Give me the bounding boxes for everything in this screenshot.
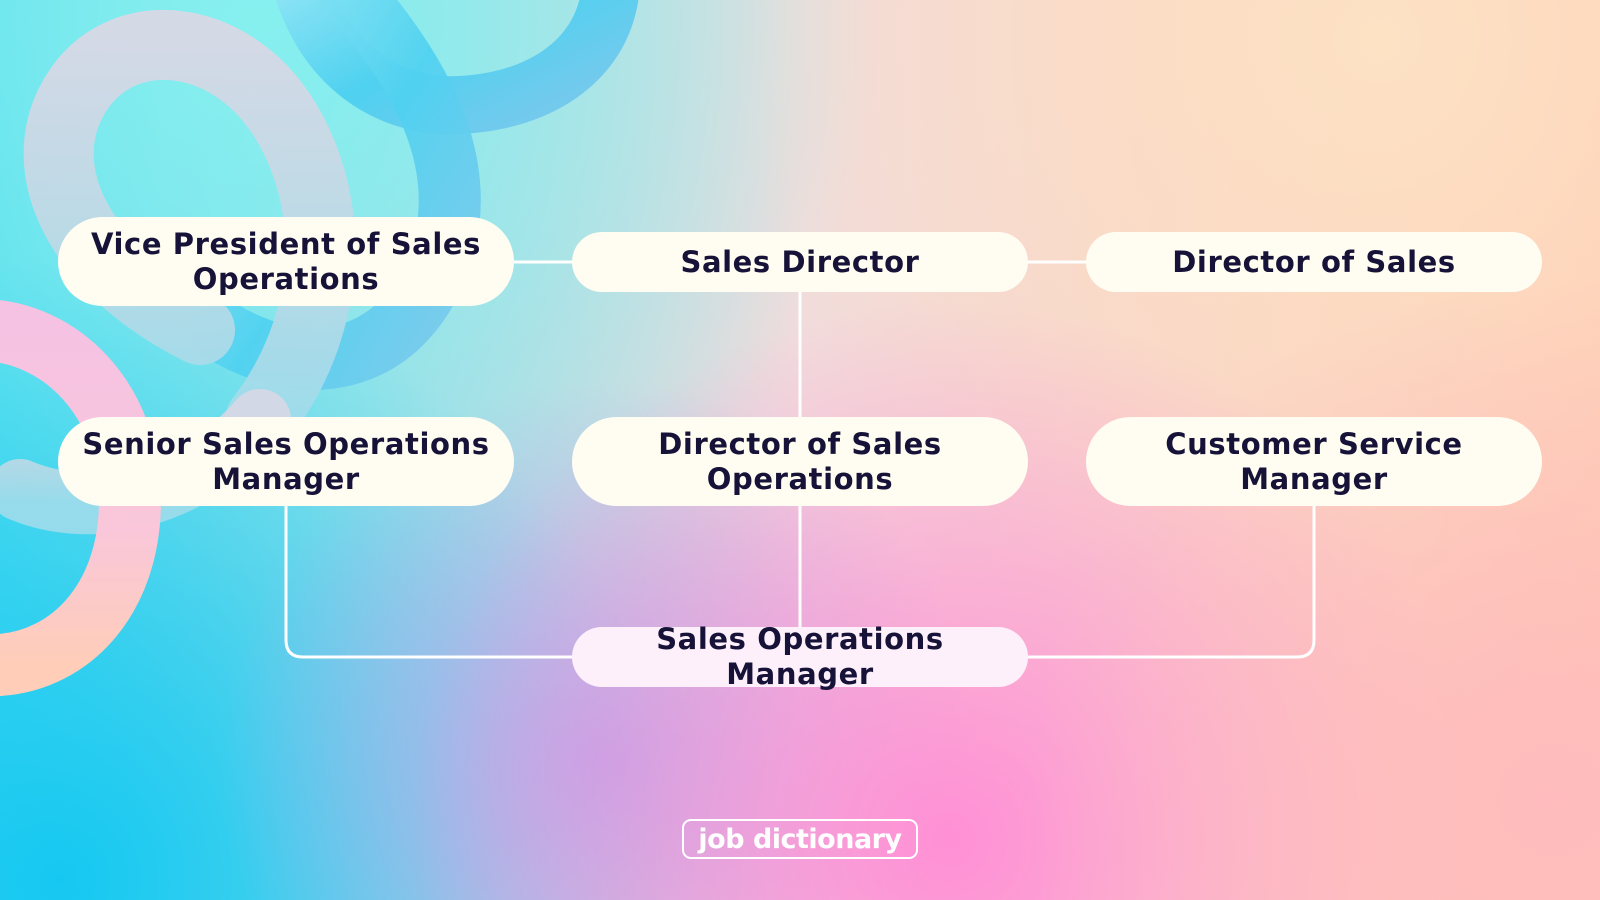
node-label-line: Manager: [212, 461, 360, 496]
node-label: Sales Operations Manager: [582, 622, 1018, 692]
node-director-of-sales: Director of Sales: [1086, 232, 1542, 292]
job-dictionary-logo: job dictionary: [682, 819, 918, 859]
node-label-line: Operations: [706, 461, 894, 496]
node-label-line: Customer Service: [1165, 426, 1463, 461]
node-label-line: Director of Sales: [1172, 244, 1456, 279]
node-label-line: Sales Operations Manager: [656, 622, 944, 691]
connector-customer-service-manager-to-sales-operations-manager: [1028, 506, 1316, 659]
logo-text: job dictionary: [698, 823, 902, 855]
node-sales-operations-manager: Sales Operations Manager: [572, 622, 1028, 691]
node-label: Customer Service Manager: [1165, 427, 1462, 497]
node-label: Vice President of Sales Operations: [91, 227, 481, 297]
node-customer-service-manager: Customer Service Manager: [1086, 417, 1542, 506]
node-label-line: Director of Sales: [658, 426, 942, 461]
node-label: Director of Sales Operations: [658, 427, 942, 497]
node-label: Director of Sales: [1172, 245, 1456, 280]
node-label-line: Operations: [192, 261, 380, 296]
node-label-line: Sales Director: [680, 244, 920, 279]
node-sales-director: Sales Director: [572, 232, 1028, 292]
node-label: Sales Director: [680, 245, 919, 280]
node-label: Senior Sales Operations Manager: [82, 427, 489, 497]
node-label-line: Senior Sales Operations: [82, 426, 490, 461]
connector-senior-manager-to-sales-operations-manager: [284, 506, 572, 659]
node-senior-sales-operations-manager: Senior Sales Operations Manager: [58, 417, 514, 506]
node-label-line: Vice President of Sales: [90, 226, 482, 261]
node-label-line: Manager: [1240, 461, 1388, 496]
node-vice-president-of-sales-operations: Vice President of Sales Operations: [58, 217, 514, 306]
node-director-of-sales-operations: Director of Sales Operations: [572, 417, 1028, 506]
